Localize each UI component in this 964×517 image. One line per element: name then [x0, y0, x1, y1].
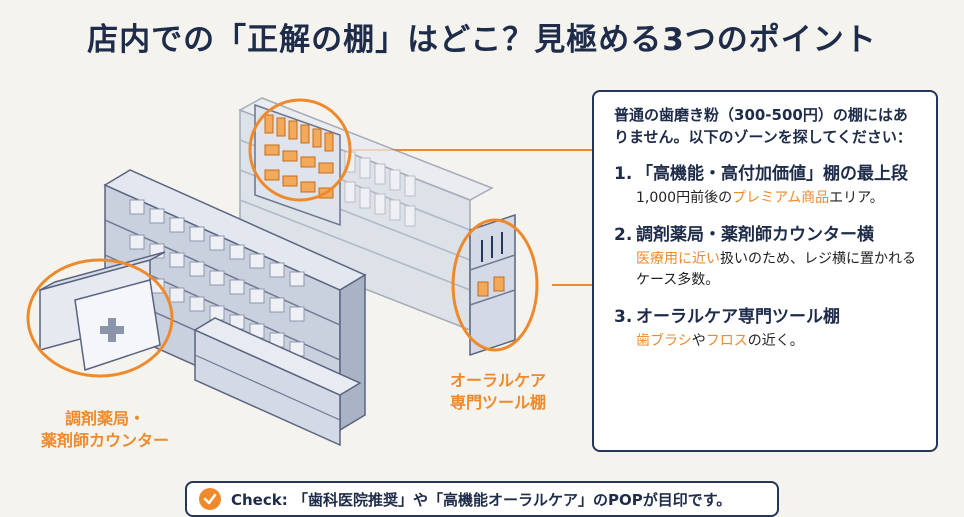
point-number: 2.: [614, 225, 633, 245]
page-title: 店内での「正解の棚」はどこ？見極める3つのポイント: [87, 22, 877, 58]
pharmacy-counter: [26, 251, 174, 378]
point-title: 「高機能・高付加価値」棚の最上段: [636, 164, 908, 184]
oral-care-tool-shelf: [451, 213, 539, 357]
check-bar: Check: 「歯科医院推奨」や「高機能オーラルケア」のPOPが目印です。: [185, 481, 779, 517]
point-number: 3.: [614, 307, 633, 327]
point-item-1: 1. 「高機能・高付加価値」棚の最上段 1,000円前後のプレミアム商品エリア。: [614, 162, 920, 209]
pharmacy-counter-label: 調剤薬局・ 薬剤師カウンター: [40, 409, 169, 450]
point-title: 調剤薬局・薬剤師カウンター横: [636, 225, 874, 245]
info-intro: 普通の歯磨き粉（300-500円）の棚にはありません。以下のゾーンを探してくださ…: [614, 106, 912, 146]
oral-care-shelf-label: オーラルケア 専門ツール棚: [449, 371, 546, 412]
info-box: 普通の歯磨き粉（300-500円）の棚にはありません。以下のゾーンを探してくださ…: [592, 90, 938, 452]
point-title: オーラルケア専門ツール棚: [636, 307, 840, 327]
point-number: 1.: [614, 164, 633, 184]
point-description: 歯ブラシやフロスの近く。: [636, 333, 804, 349]
low-display-shelf: [193, 317, 362, 447]
point-item-3: 3. オーラルケア専門ツール棚 歯ブラシやフロスの近く。: [614, 305, 920, 352]
premium-shelf-highlight: [248, 98, 352, 227]
check-icon: [199, 488, 221, 510]
medical-cross-icon: [100, 318, 124, 342]
point-description: 1,000円前後のプレミアム商品エリア。: [636, 190, 884, 206]
check-text: Check: 「歯科医院推奨」や「高機能オーラルケア」のPOPが目印です。: [231, 490, 732, 509]
point-description: 医療用に近い扱いのため、レジ横に置かれるケース多数。: [636, 251, 916, 288]
point-item-2: 2. 調剤薬局・薬剤師カウンター横 医療用に近い扱いのため、レジ横に置かれるケー…: [614, 223, 920, 291]
